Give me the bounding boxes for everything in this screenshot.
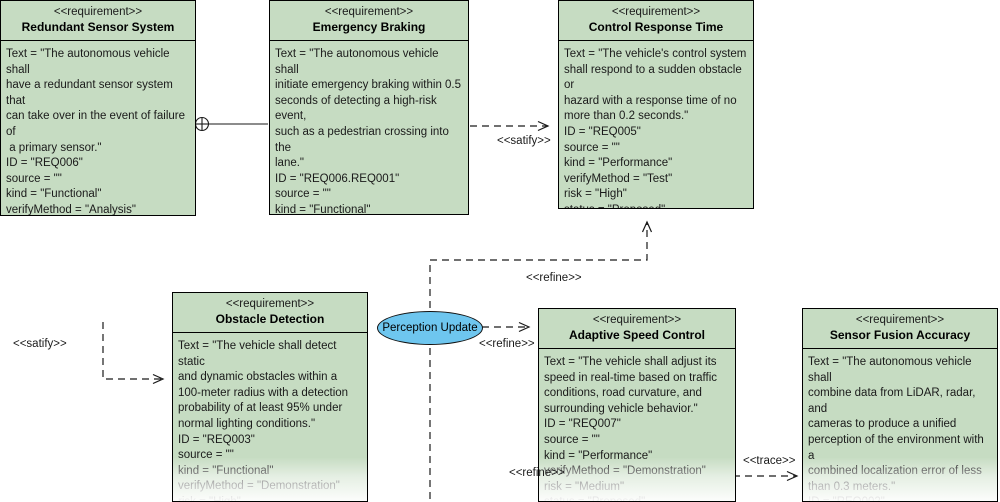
requirement-attr-text: Text = "The vehicle shall detect static …	[178, 340, 349, 430]
requirement-header: <<requirement>> Redundant Sensor System	[1, 1, 195, 41]
requirement-attr-status: status = "Proposed"	[564, 203, 748, 208]
requirement-attr-id: ID = "REQ006"	[6, 157, 83, 170]
requirement-block-adaptive-speed-control[interactable]: <<requirement>> Adaptive Speed Control T…	[538, 308, 736, 502]
requirement-attr-id: ID = "REQ007"	[544, 418, 621, 431]
requirement-attr-source: source = ""	[564, 141, 620, 154]
requirement-stereotype: <<requirement>>	[855, 314, 945, 326]
requirement-header: <<requirement>> Obstacle Detection	[173, 293, 367, 333]
requirement-attr-id: ID = "REQ006.REQ001"	[275, 172, 400, 185]
requirement-attr-risk: risk = "High"	[178, 495, 241, 502]
edge-label-refine-right: <<refine>>	[479, 338, 535, 350]
requirement-attr-source: source = ""	[275, 188, 331, 201]
requirement-attr-text: Text = "The autonomous vehicle shall hav…	[6, 48, 185, 154]
requirement-attr-id: ID = "REQ005"	[564, 125, 641, 138]
satisfy-connector-left	[102, 322, 165, 385]
requirement-body: Text = "The vehicle shall adjust its spe…	[539, 349, 735, 501]
requirement-body: Text = "The vehicle's control system sha…	[559, 41, 753, 208]
requirement-block-control-response-time[interactable]: <<requirement>> Control Response Time Te…	[558, 0, 754, 209]
requirement-attr-source: source = ""	[544, 433, 600, 446]
edge-label-trace-right: <<trace>>	[743, 455, 796, 467]
requirement-attr-risk: risk = "High"	[564, 188, 627, 201]
requirement-body: Text = "The autonomous vehicle shall hav…	[1, 41, 195, 216]
refine-connector-top	[429, 220, 653, 320]
requirement-block-obstacle-detection[interactable]: <<requirement>> Obstacle Detection Text …	[172, 292, 368, 502]
requirement-attr-status: status = "Proposed"	[544, 495, 730, 501]
requirement-header: <<requirement>> Sensor Fusion Accuracy	[803, 309, 997, 349]
requirement-attr-verifymethod: verifyMethod = "Demonstration"	[178, 480, 340, 493]
requirement-attr-kind: kind = "Performance"	[564, 157, 673, 170]
requirement-attr-text: Text = "The vehicle shall adjust its spe…	[544, 356, 718, 415]
requirement-stereotype: <<requirement>>	[225, 298, 315, 310]
containment-connector	[194, 116, 268, 132]
requirement-name: Redundant Sensor System	[21, 20, 175, 34]
perception-update-ellipse[interactable]: Perception Update	[377, 311, 483, 345]
requirement-block-redundant-sensor-system[interactable]: <<requirement>> Redundant Sensor System …	[0, 0, 196, 216]
requirement-attr-verifymethod: verifyMethod = "Demonstration"	[544, 465, 706, 478]
requirement-stereotype: <<requirement>>	[611, 6, 701, 18]
requirement-attr-kind: kind = "Functional"	[178, 464, 274, 477]
requirement-attr-kind: kind = "Performance"	[544, 449, 653, 462]
requirement-attr-id: ID = "REQ003"	[178, 433, 255, 446]
requirement-attr-source: source = ""	[178, 449, 234, 462]
edge-label-refine-top: <<refine>>	[526, 272, 582, 284]
requirement-block-sensor-fusion-accuracy[interactable]: <<requirement>> Sensor Fusion Accuracy T…	[802, 308, 998, 502]
requirement-block-emergency-braking[interactable]: <<requirement>> Emergency Braking Text =…	[269, 0, 469, 215]
requirement-name: Control Response Time	[588, 20, 724, 34]
requirement-attr-text: Text = "The autonomous vehicle shall com…	[808, 356, 984, 493]
requirement-body: Text = "The autonomous vehicle shall com…	[803, 349, 997, 501]
requirement-attr-kind: kind = "Functional"	[275, 203, 371, 215]
requirement-stereotype: <<requirement>>	[53, 6, 143, 18]
requirement-attr-verifymethod: verifyMethod = "Test"	[564, 172, 673, 185]
requirement-stereotype: <<requirement>>	[592, 314, 682, 326]
requirement-attr-kind: kind = "Functional"	[6, 188, 102, 201]
requirement-name: Sensor Fusion Accuracy	[829, 328, 971, 342]
requirement-attr-source: source = ""	[6, 172, 62, 185]
requirement-name: Emergency Braking	[312, 20, 426, 34]
requirement-header: <<requirement>> Emergency Braking	[270, 1, 468, 41]
perception-update-label: Perception Update	[382, 322, 478, 334]
requirement-attr-id: ID = "REQ002"	[808, 495, 992, 501]
requirement-header: <<requirement>> Control Response Time	[559, 1, 753, 41]
requirement-attr-risk: risk = "Medium"	[544, 480, 625, 493]
requirement-name: Adaptive Speed Control	[568, 328, 705, 342]
edge-label-satify-top: <<satify>>	[497, 135, 551, 147]
requirement-body: Text = "The vehicle shall detect static …	[173, 333, 367, 502]
requirement-body: Text = "The autonomous vehicle shall ini…	[270, 41, 468, 215]
requirement-name: Obstacle Detection	[215, 312, 325, 326]
requirement-header: <<requirement>> Adaptive Speed Control	[539, 309, 735, 349]
requirement-attr-text: Text = "The autonomous vehicle shall ini…	[275, 48, 462, 170]
edge-label-satify-left: <<satify>>	[13, 338, 67, 350]
edge-label-refine-bottom: <<refine>>	[509, 467, 565, 479]
requirement-stereotype: <<requirement>>	[324, 6, 414, 18]
requirement-attr-verifymethod: verifyMethod = "Analysis"	[6, 203, 136, 216]
requirement-attr-text: Text = "The vehicle's control system sha…	[564, 48, 747, 123]
